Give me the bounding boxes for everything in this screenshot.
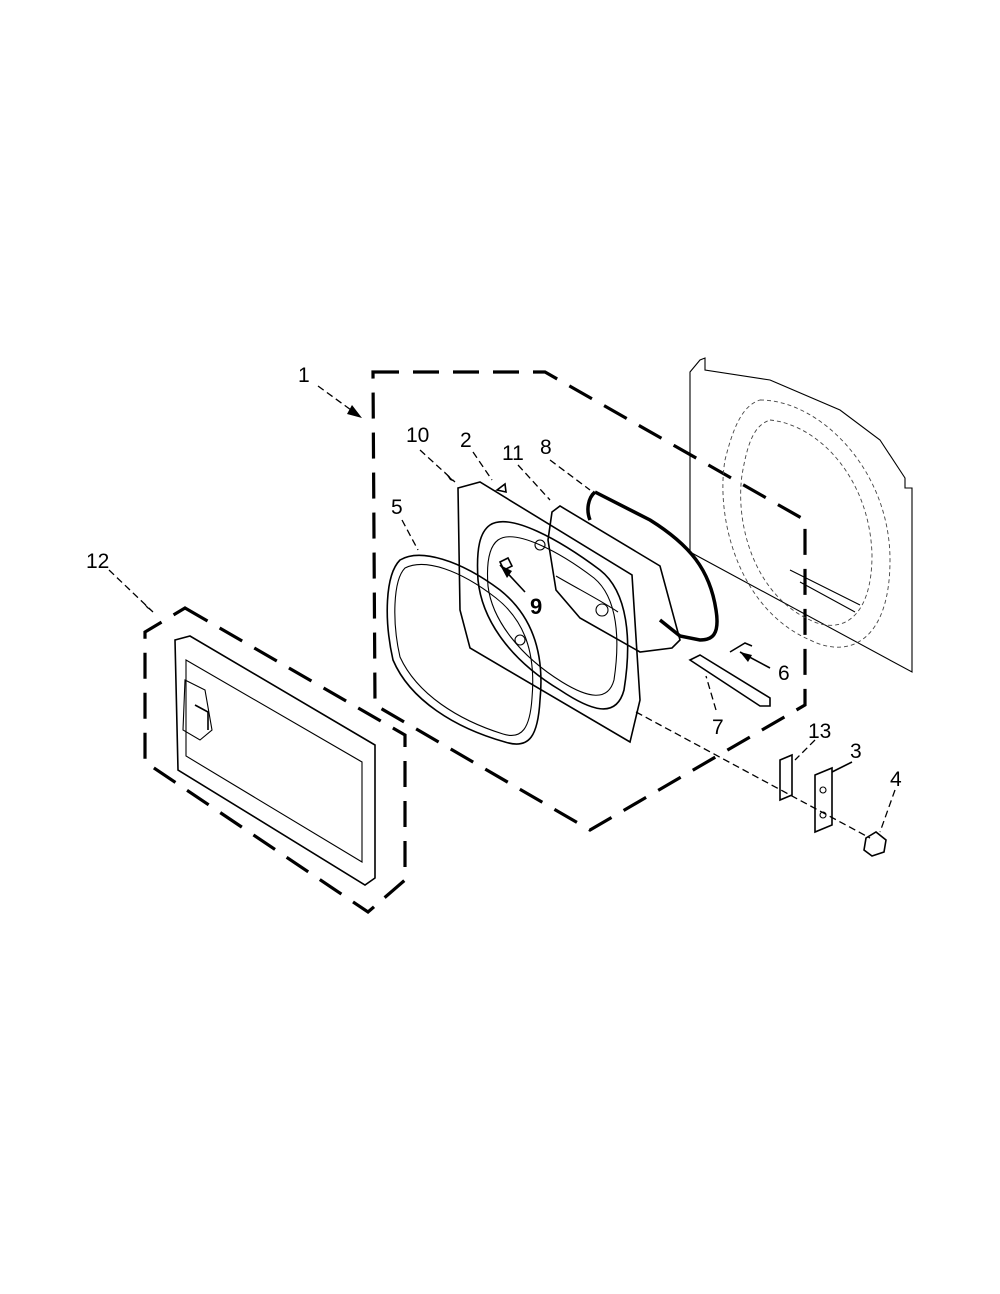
part-12-inner-panel <box>174 635 376 886</box>
callout-10: 10 <box>406 424 429 447</box>
part-10-outer-door <box>457 481 641 744</box>
hinge-hardware <box>495 482 887 857</box>
callout-7: 7 <box>712 716 724 739</box>
callout-1: 1 <box>298 364 310 387</box>
callout-3: 3 <box>850 740 862 763</box>
part-5-seal-ring-inner <box>394 564 534 736</box>
part-11-window-glass <box>547 505 681 653</box>
callout-2: 2 <box>460 429 472 452</box>
callout-8: 8 <box>540 436 552 459</box>
callout-9: 9 <box>530 594 542 619</box>
assembly-12-boundary <box>143 606 407 915</box>
leader-lines <box>108 385 896 833</box>
callout-6: 6 <box>778 662 790 685</box>
callout-5: 5 <box>391 496 403 519</box>
callout-12: 12 <box>86 550 109 573</box>
callout-11: 11 <box>502 442 524 465</box>
callout-4: 4 <box>890 768 902 791</box>
dryer-front-panel <box>689 357 913 673</box>
assembly-1-boundary <box>371 370 807 832</box>
part-5-seal-ring <box>386 554 542 745</box>
part-8-gasket <box>586 490 719 642</box>
callout-13: 13 <box>808 720 831 743</box>
